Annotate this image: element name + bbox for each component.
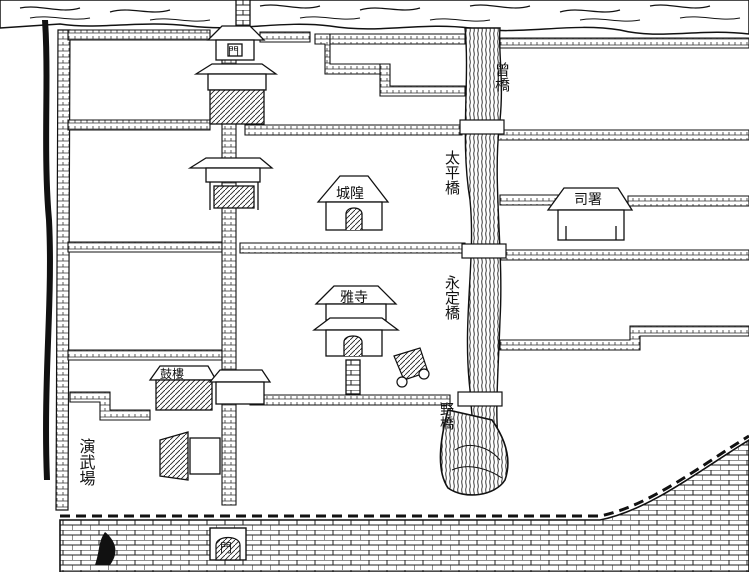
label-north-bridge: 曾橋 xyxy=(493,62,511,92)
label-city-god-temple: 城隍 xyxy=(336,186,364,202)
bridge-lower xyxy=(457,391,503,407)
upper-pavilion xyxy=(187,157,274,210)
inner-walls xyxy=(67,29,749,506)
label-temple-building: 雅寺 xyxy=(340,290,368,306)
map-labels: 曾橋 太平橋 永定橋 野橋 城隍 雅寺 司署 演武場 鼓樓 門 門 xyxy=(77,45,603,555)
south-gate xyxy=(209,527,247,561)
label-north-gate: 門 xyxy=(228,45,239,58)
drum-tower xyxy=(193,63,279,125)
office-building xyxy=(546,187,634,241)
city-god-temple xyxy=(316,175,390,231)
lower-halls xyxy=(148,365,272,411)
label-drill-ground: 演武場 xyxy=(77,438,96,487)
label-hall-left: 鼓樓 xyxy=(160,366,184,381)
cart-figure xyxy=(393,347,430,388)
label-taiping-bridge: 太平橋 xyxy=(443,150,461,195)
temple-building xyxy=(312,285,400,395)
west-wall xyxy=(42,20,71,511)
bridges xyxy=(457,119,507,407)
label-office-building: 司署 xyxy=(574,192,602,208)
north-gate-tower xyxy=(206,0,266,61)
drill-ground-pavilion xyxy=(159,431,221,481)
bridge-north xyxy=(459,119,505,135)
top-mountain-band xyxy=(0,0,749,35)
bridge-middle xyxy=(461,243,507,259)
label-south-gate: 門 xyxy=(220,541,232,555)
label-lower-bridge: 野橋 xyxy=(438,402,454,430)
label-yongding-bridge: 永定橋 xyxy=(443,275,461,320)
